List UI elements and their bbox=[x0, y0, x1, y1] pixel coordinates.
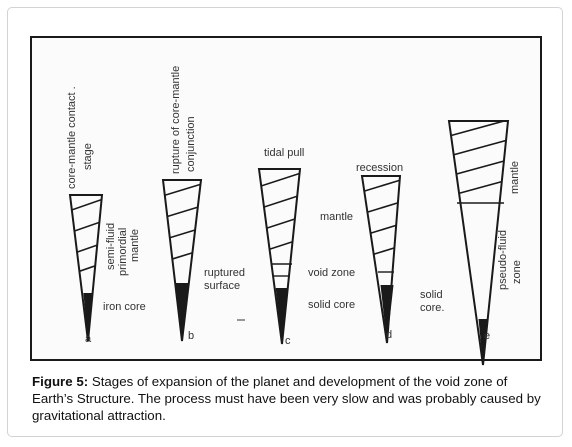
caption-label: Figure 5: bbox=[32, 374, 89, 389]
stage-c-cone bbox=[257, 168, 302, 345]
label-e-side-2: pseudo-fluid bbox=[497, 230, 509, 290]
stage-b-cone bbox=[161, 179, 203, 342]
label-d-core-1: solid bbox=[420, 289, 443, 301]
label-d-core-2: core. bbox=[420, 302, 444, 314]
label-c-void: void zone bbox=[308, 267, 355, 279]
label-b-top-2: conjunction bbox=[185, 116, 197, 172]
label-a-side-1: semi-fluid bbox=[105, 223, 117, 270]
caption-text: Stages of expansion of the planet and de… bbox=[32, 374, 541, 423]
stage-letter-a: a bbox=[85, 333, 92, 345]
label-a-side-2: primordial bbox=[117, 228, 129, 276]
stage-letter-d: d bbox=[386, 329, 392, 341]
stage-letter-b: b bbox=[188, 330, 194, 342]
stage-d-cone bbox=[360, 175, 402, 344]
stage-letter-e: e bbox=[484, 330, 490, 342]
label-c-mantle: mantle bbox=[320, 211, 353, 223]
label-e-side-3: zone bbox=[511, 260, 523, 284]
expansion-diagram: core-mantle contact . stage semi-fluid p… bbox=[66, 66, 523, 366]
label-e-side-1: mantle bbox=[509, 161, 521, 194]
label-c-core: solid core bbox=[308, 299, 355, 311]
label-a-top-2: stage bbox=[82, 143, 94, 170]
stage-a-cone bbox=[68, 194, 104, 342]
label-a-top-1: core-mantle contact . bbox=[66, 86, 78, 189]
label-b-side-1: ruptured bbox=[204, 267, 245, 279]
label-a-bottom: iron core bbox=[103, 301, 146, 313]
label-b-side-2: surface bbox=[204, 280, 240, 292]
stage-letter-c: c bbox=[285, 335, 291, 347]
label-c-top: tidal pull bbox=[264, 147, 304, 159]
figure-panel: core-mantle contact . stage semi-fluid p… bbox=[7, 7, 563, 437]
label-b-top-1: rupture of core-mantle bbox=[170, 66, 182, 174]
label-d-top: recession bbox=[356, 162, 403, 174]
label-a-side-3: mantle bbox=[129, 229, 141, 262]
figure-caption: Figure 5: Stages of expansion of the pla… bbox=[32, 373, 544, 424]
